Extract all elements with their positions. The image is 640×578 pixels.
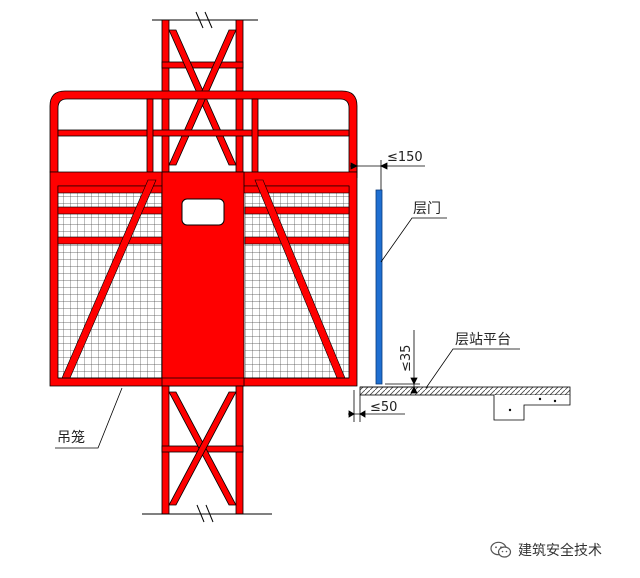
- dim-label-50: ≤50: [370, 400, 397, 415]
- watermark-text: 建筑安全技术: [518, 543, 602, 559]
- label-cage: 吊笼: [57, 429, 85, 446]
- mast-bottom: [142, 385, 272, 523]
- watermark: 建筑安全技术: [490, 539, 602, 561]
- dimension-lines: [348, 160, 425, 422]
- leader-lines: [55, 217, 520, 449]
- landing-platform: [359, 386, 571, 421]
- landing-door: [375, 189, 383, 385]
- dim-label-35: ≤35: [399, 345, 414, 372]
- cage: [49, 171, 358, 387]
- dim-label-150: ≤150: [387, 150, 423, 165]
- label-landing-platform: 层站平台: [455, 332, 511, 348]
- wechat-icon: [490, 541, 512, 558]
- label-landing-door: 层门: [413, 201, 441, 217]
